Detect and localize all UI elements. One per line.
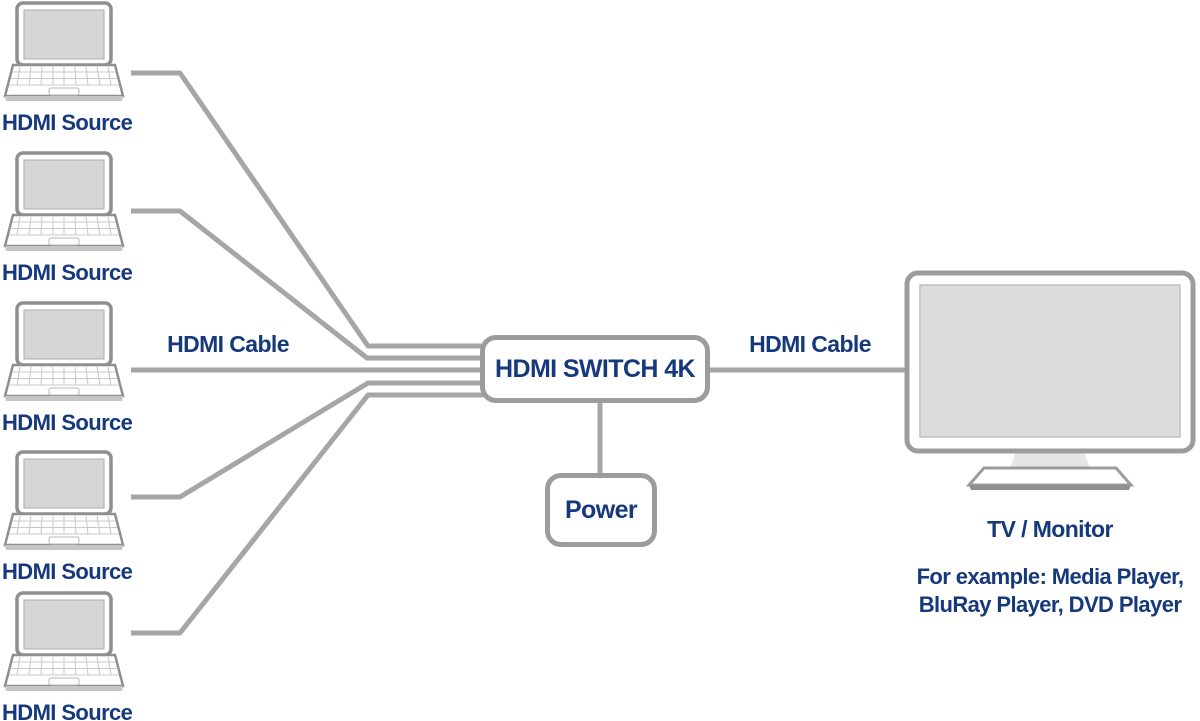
monitor-stand-base [965,466,1135,487]
hdmi-source-group-1: HDMI Source [2,1,133,136]
hdmi-source-label: HDMI Source [2,410,133,435]
power-label: Power [564,495,638,524]
hdmi-cable-line-4 [131,380,483,500]
hdmi-cable-line-2 [131,208,483,361]
tv-monitor-icon [904,270,1196,490]
hdmi-cable-line-1 [131,70,483,349]
hdmi-switch-label: HDMI SWITCH 4K [495,354,696,383]
laptop-icon [3,151,125,253]
power-box: Power [545,473,657,547]
hdmi-source-group-4: HDMI Source [2,450,133,585]
hdmi-source-label: HDMI Source [2,700,133,721]
hdmi-cable-label-left: HDMI Cable [167,331,289,357]
tv-monitor-label: TV / Monitor [987,516,1113,542]
hdmi-source-label: HDMI Source [2,260,133,285]
monitor-stand-base-edge [969,485,1131,490]
monitor-screen [919,284,1181,438]
hdmi-source-label: HDMI Source [2,110,133,135]
hdmi-source-label: HDMI Source [2,559,133,584]
hdmi-switch-box: HDMI SWITCH 4K [480,335,710,403]
hdmi-cable-line-5 [131,392,483,636]
tv-example-line-2: BluRay Player, DVD Player [918,592,1182,617]
tv-example-line-1: For example: Media Player, [916,564,1184,589]
hdmi-source-group-3: HDMI Source [2,301,133,436]
hdmi-cable-label-right: HDMI Cable [749,331,871,357]
laptop-icon [3,591,125,693]
laptop-icon [3,450,125,552]
hdmi-source-group-2: HDMI Source [2,151,133,286]
laptop-icon [3,301,125,403]
hdmi-source-group-5: HDMI Source [2,591,133,721]
laptop-icon [3,1,125,103]
tv-monitor-examples: For example: Media Player, BluRay Player… [870,563,1200,619]
